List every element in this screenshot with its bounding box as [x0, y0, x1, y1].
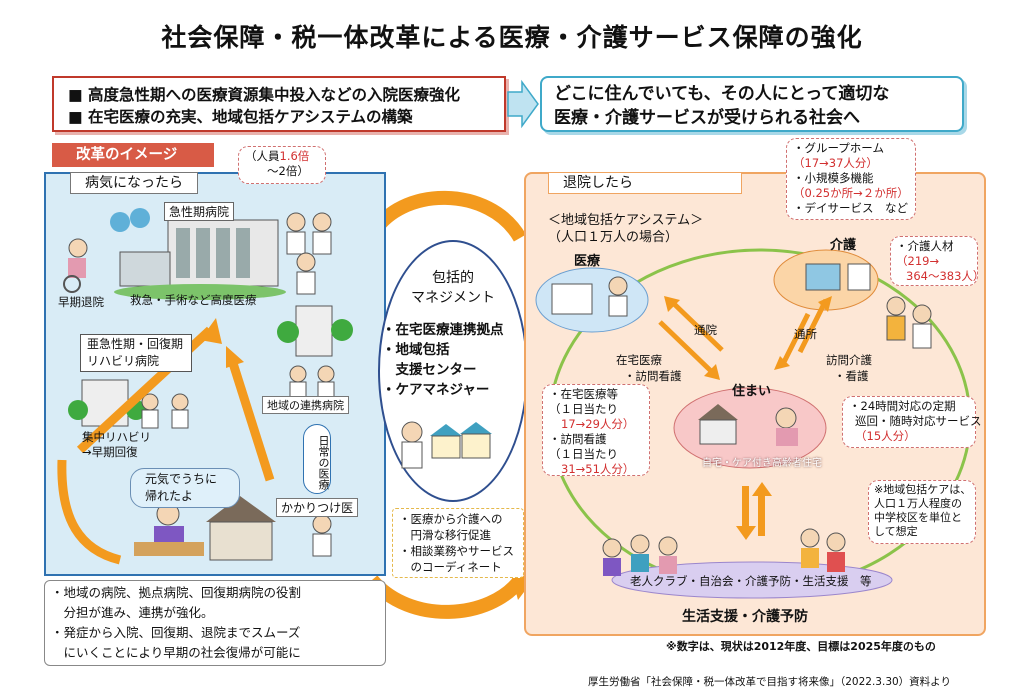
- h24-line1: ・24時間対応の定期: [849, 399, 956, 413]
- care-staff-box: ・介護人材 （219→ 364～383人）: [890, 236, 985, 286]
- rehab-line2: →早期回復: [82, 445, 138, 459]
- subacute-line1: 亜急性期・回復期: [87, 337, 184, 351]
- reform-image-tab: 改革のイメージ: [52, 143, 214, 167]
- scope-note-line: 中学校区を単位と: [874, 511, 962, 524]
- subacute-hospital-box: 亜急性期・回復期 リハビリ病院: [80, 334, 192, 372]
- staff-note: （人員1.6倍 ～2倍）: [238, 146, 326, 184]
- multi-function-label: ・小規模多機能: [793, 171, 874, 185]
- home-care-label: 訪問介護 ・看護: [826, 352, 872, 384]
- community-scope-note: ※地域包括ケアは、 人口１万人程度の 中学校区を単位と して想定: [868, 480, 976, 544]
- management-item: ・ケアマネジャー: [382, 382, 490, 398]
- center-note-line: ・相談業務やサービス: [399, 544, 514, 558]
- reform-box: ■ 高度急性期への医療資源集中投入などの入院医療強化 ■ 在宅医療の充実、地域包…: [52, 76, 506, 132]
- goal-line-2: 医療・介護サービスが受けられる社会へ: [554, 108, 860, 128]
- visit-clinic-label: 通院: [694, 323, 717, 337]
- left-note-line: 分担が進み、連携が強化。: [51, 605, 214, 620]
- system-title: ＜地域包括ケアシステム＞ （人口１万人の場合）: [548, 212, 703, 246]
- center-note-line: のコーディネート: [399, 560, 502, 574]
- med-stats-line: （１日当たり: [549, 402, 618, 416]
- staff-note-value: 1.6倍: [279, 149, 310, 163]
- med-stats-value2: 31→51人分）: [561, 462, 635, 476]
- bubble-line2: 帰れたよ: [145, 489, 194, 503]
- care-staff-label: ・介護人材: [896, 239, 954, 253]
- rehab-caption: 集中リハビリ →早期回復: [82, 430, 151, 460]
- subacute-line2: リハビリ病院: [87, 354, 160, 368]
- early-discharge-label: 早期退院: [58, 295, 104, 309]
- life-support-label: 生活支援・介護予防: [682, 609, 808, 625]
- center-note-line: 円滑な移行促進: [399, 528, 491, 542]
- management-item: ・在宅医療連携拠点: [382, 322, 504, 338]
- staff-note-prefix: （人員: [245, 149, 280, 163]
- visit-care-label: 通所: [794, 327, 817, 341]
- home-care-line1: 訪問介護: [826, 353, 872, 367]
- home-care-line2: ・看護: [834, 369, 869, 383]
- care-staff-value1: （219→: [896, 254, 940, 268]
- goal-arrow-icon: [507, 79, 539, 129]
- footnote: ※数字は、現状は2012年度、目標は2025年度のもの: [666, 640, 936, 653]
- facility-stats-box: ・グループホーム （17→37人分） ・小規模多機能 （0.25か所→２か所） …: [786, 138, 916, 220]
- bottom-cycle-arrow: [366, 575, 526, 619]
- med-stats-line: ・在宅医療等: [549, 387, 618, 401]
- bubble-line1: 元気でうちに: [145, 472, 218, 486]
- med-stats-line: （１日当たり: [549, 447, 618, 461]
- day-service-label: ・デイサービス など: [793, 201, 908, 215]
- left-note-box: ・地域の病院、拠点病院、回復期病院の役割 分担が進み、連携が強化。 ・発症から入…: [44, 580, 386, 666]
- left-panel-header: 病気になったら: [70, 172, 198, 194]
- management-items: ・在宅医療連携拠点 ・地域包括 支援センター ・ケアマネジャー: [382, 320, 504, 400]
- group-home-value: （17→37人分）: [793, 156, 878, 170]
- med-stats-value1: 17→29人分）: [561, 417, 635, 431]
- home-medical-line1: 在宅医療: [616, 353, 662, 367]
- management-item: 支援センター: [382, 362, 477, 378]
- reform-line-1: ■ 高度急性期への医療資源集中投入などの入院医療強化: [68, 86, 461, 104]
- community-caption: 老人クラブ・自治会・介護予防・生活支援 等: [630, 574, 872, 588]
- multi-function-value: （0.25か所→２か所）: [793, 186, 909, 200]
- acute-hospital-label: 急性期病院: [164, 202, 235, 221]
- center-note-line: ・医療から介護への: [399, 512, 503, 526]
- reform-line-2: ■ 在宅医療の充実、地域包括ケアシステムの構築: [68, 108, 413, 126]
- goal-line-1: どこに住んでいても、その人にとって適切な: [554, 84, 890, 104]
- management-title-line1: 包括的: [432, 270, 474, 286]
- home-medical-line2: ・訪問看護: [624, 369, 682, 383]
- left-note-line: ・地域の病院、拠点病院、回復期病院の役割: [51, 585, 302, 600]
- home-caption: 自宅・ケア付き高齢者住宅: [702, 458, 822, 469]
- system-title-line2: （人口１万人の場合）: [548, 230, 679, 245]
- rehab-line1: 集中リハビリ: [82, 430, 151, 444]
- speech-bubble: 元気でうちに 帰れたよ: [130, 468, 240, 508]
- home-medical-label: 在宅医療 ・訪問看護: [616, 352, 682, 384]
- care-label: 介護: [830, 238, 857, 253]
- local-hospital-label: 地域の連携病院: [262, 396, 349, 414]
- management-title-line2: マネジメント: [411, 290, 495, 306]
- scope-note-line: ※地域包括ケアは、: [874, 483, 972, 496]
- daily-care-badge: 日常の医療: [303, 424, 331, 494]
- h24-line2: 巡回・随時対応サービス: [855, 414, 982, 428]
- care-staff-value2: 364～383人）: [906, 269, 985, 283]
- top-cycle-arrow: [365, 190, 527, 242]
- h24-value: （15人分）: [855, 429, 916, 443]
- medical-label: 医療: [574, 254, 601, 269]
- med-stats-line: ・訪問看護: [549, 432, 607, 446]
- h24-service-box: ・24時間対応の定期 巡回・随時対応サービス （15人分）: [842, 396, 982, 448]
- group-home-label: ・グループホーム: [793, 141, 884, 155]
- scope-note-line: して想定: [874, 525, 918, 538]
- right-panel-header: 退院したら: [548, 172, 742, 194]
- acute-caption: 救急・手術など高度医療: [130, 293, 257, 307]
- goal-box: どこに住んでいても、その人にとって適切な 医療・介護サービスが受けられる社会へ: [540, 76, 964, 132]
- staff-note-line2: ～2倍）: [267, 164, 309, 178]
- family-doctor-label: かかりつけ医: [276, 498, 359, 517]
- left-note-line: にいくことにより早期の社会復帰が可能に: [51, 645, 301, 660]
- page-title: 社会保障・税一体改革による医療・介護サービス保障の強化: [161, 23, 863, 52]
- scope-note-line: 人口１万人程度の: [874, 497, 962, 510]
- home-label: 住まい: [732, 384, 772, 399]
- source-citation: 厚生労働省「社会保障・税一体改革で目指す将来像」（2022.3.30）資料より: [588, 676, 951, 688]
- system-title-line1: ＜地域包括ケアシステム＞: [548, 213, 704, 228]
- management-item: ・地域包括: [382, 342, 450, 358]
- center-note-box: ・医療から介護への 円滑な移行促進 ・相談業務やサービス のコーディネート: [392, 508, 524, 578]
- left-note-line: ・発症から入院、回復期、退院までスムーズ: [51, 625, 301, 640]
- medical-stats-box: ・在宅医療等 （１日当たり 17→29人分） ・訪問看護 （１日当たり 31→5…: [542, 384, 650, 476]
- management-title: 包括的 マネジメント: [378, 268, 528, 308]
